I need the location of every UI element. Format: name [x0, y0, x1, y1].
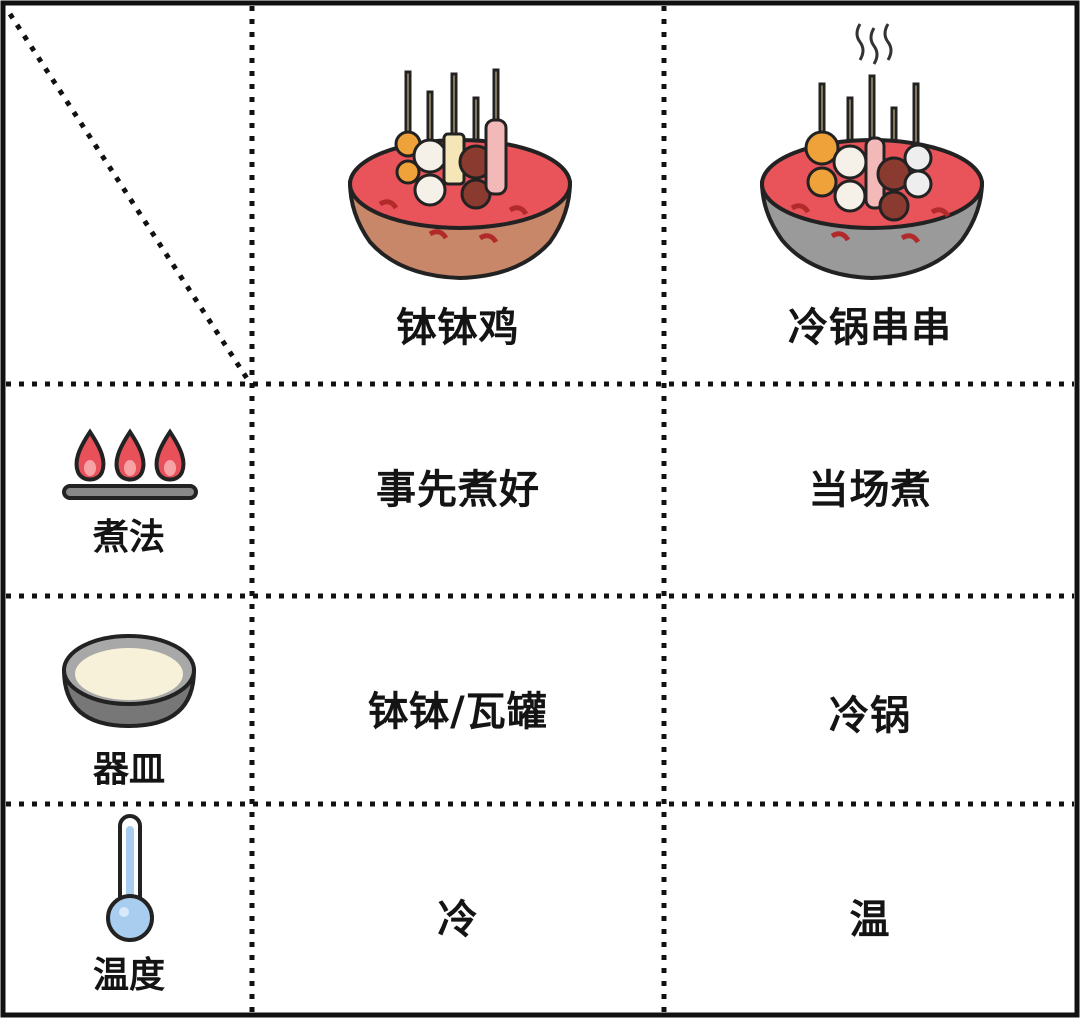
bowl-icon: [61, 634, 197, 729]
column-header-1: 钵钵鸡: [396, 305, 520, 351]
row3-col1-value: 冷: [437, 897, 479, 943]
row2-col2-value: 冷锅: [829, 693, 911, 739]
row-label-cooking-method: 煮法: [92, 517, 165, 558]
row3-col2-value: 温: [849, 897, 891, 943]
row1-col2-value: 当场煮: [808, 467, 932, 513]
column-header-2: 冷锅串串: [788, 305, 952, 351]
row-label-temperature: 温度: [92, 955, 165, 996]
thermometer-icon: [106, 814, 154, 942]
row1-col1-value: 事先煮好: [376, 467, 540, 513]
cold-pot-skewers-icon: [759, 23, 985, 281]
gas-stove-flame-icon: [62, 428, 198, 500]
row2-col1-value: 钵钵/瓦罐: [368, 689, 548, 735]
bobo-chicken-bowl-icon: [347, 68, 573, 281]
row-label-vessel: 器皿: [92, 749, 165, 790]
